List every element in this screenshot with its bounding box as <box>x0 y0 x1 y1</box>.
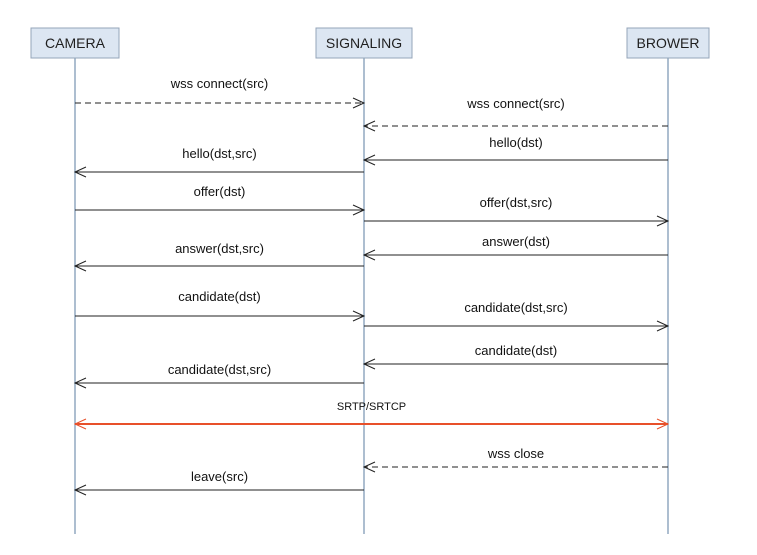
message-candidate-browser: candidate(dst) <box>362 343 668 370</box>
message-hello-browser: hello(dst) <box>362 135 668 166</box>
message-answer-browser: answer(dst) <box>362 234 668 261</box>
arrowhead <box>73 418 87 430</box>
message-label: offer(dst) <box>194 184 246 199</box>
message-label: candidate(dst) <box>475 343 557 358</box>
message-label: candidate(dst,src) <box>464 300 567 315</box>
message-label: candidate(dst,src) <box>168 362 271 377</box>
message-candidate-to-camera: candidate(dst,src) <box>73 362 364 389</box>
actors: CAMERA SIGNALING BROWER <box>30 27 710 59</box>
arrowhead <box>73 484 87 496</box>
message-srtp-srtcp: SRTP/SRTCP <box>73 401 670 430</box>
message-candidate-to-browser: candidate(dst,src) <box>364 300 670 332</box>
message-hello-camera: hello(dst,src) <box>73 146 364 178</box>
message-offer-camera: offer(dst) <box>75 184 366 216</box>
message-wss-close: wss close <box>362 446 668 473</box>
message-answer-camera: answer(dst,src) <box>73 241 364 272</box>
message-label: hello(dst) <box>489 135 542 150</box>
actor-label-signaling: SIGNALING <box>326 35 402 51</box>
arrowhead <box>362 249 376 261</box>
messages: wss connect(src) wss connect(src) hello(ds… <box>73 76 670 496</box>
arrowhead <box>656 215 670 227</box>
arrowhead <box>362 461 376 473</box>
arrowhead <box>73 260 87 272</box>
arrowhead <box>73 377 87 389</box>
arrowhead <box>352 97 366 109</box>
arrowhead <box>656 418 670 430</box>
message-label: candidate(dst) <box>178 289 260 304</box>
message-label: offer(dst,src) <box>480 195 553 210</box>
lifelines <box>74 58 669 534</box>
arrowhead <box>656 320 670 332</box>
actor-browser: BROWER <box>626 27 710 59</box>
arrowhead <box>362 154 376 166</box>
message-label: answer(dst) <box>482 234 550 249</box>
message-label: hello(dst,src) <box>182 146 256 161</box>
actor-label-browser: BROWER <box>637 35 700 51</box>
arrowhead <box>352 310 366 322</box>
arrowhead <box>352 204 366 216</box>
actor-box-camera <box>30 27 120 59</box>
arrowhead <box>362 120 376 132</box>
arrowhead <box>362 358 376 370</box>
actor-box-signaling <box>315 27 413 59</box>
message-label: leave(src) <box>191 469 248 484</box>
arrowhead <box>73 166 87 178</box>
message-label: wss connect(src) <box>466 96 565 111</box>
actor-camera: CAMERA <box>30 27 120 59</box>
actor-signaling: SIGNALING <box>315 27 413 59</box>
message-label: answer(dst,src) <box>175 241 264 256</box>
message-label: wss connect(src) <box>170 76 269 91</box>
message-label: SRTP/SRTCP <box>337 401 406 413</box>
message-label: wss close <box>487 446 544 461</box>
message-offer-browser: offer(dst,src) <box>364 195 670 227</box>
actor-box-browser <box>626 27 710 59</box>
actor-label-camera: CAMERA <box>45 35 106 51</box>
message-leave: leave(src) <box>73 469 364 496</box>
message-wss-connect-browser: wss connect(src) <box>362 96 668 132</box>
message-candidate-camera: candidate(dst) <box>75 289 366 322</box>
message-wss-connect-camera: wss connect(src) <box>75 76 366 109</box>
